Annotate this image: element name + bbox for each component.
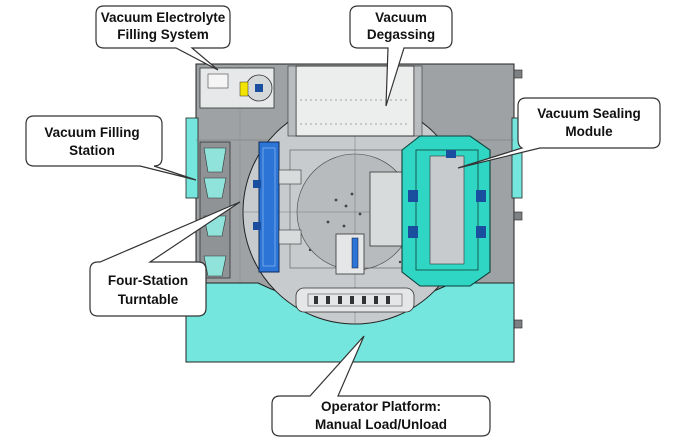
label-electrolyte-line1: Vacuum Electrolyte <box>101 10 226 25</box>
vacuum-degassing-chamber <box>287 65 423 137</box>
label-platform-line2: Manual Load/Unload <box>315 417 447 432</box>
callout-vacuum-sealing-module: Vacuum Sealing Module <box>457 97 661 169</box>
electrolyte-filling-system <box>199 67 275 109</box>
label-sealing-line2: Module <box>565 124 613 139</box>
operator-loading-fixture <box>295 287 415 313</box>
label-degassing-line2: Degassing <box>367 27 435 42</box>
callout-vacuum-filling-station: Vacuum Filling Station <box>25 115 197 181</box>
callout-four-station-turntable: Four-Station Turntable <box>89 201 241 317</box>
turntable-gripper-rail <box>253 141 302 273</box>
callout-electrolyte-filling-system: Vacuum Electrolyte Filling System <box>95 5 231 71</box>
label-turntable-line2: Turntable <box>118 292 179 307</box>
label-turntable-line1: Four-Station <box>108 273 188 288</box>
vacuum-sealing-module <box>401 135 491 287</box>
label-platform-line1: Operator Platform: <box>321 399 441 414</box>
label-degassing-line1: Vacuum <box>375 10 427 25</box>
label-filling-line2: Station <box>69 143 115 158</box>
label-electrolyte-line2: Filling System <box>117 27 209 42</box>
callout-operator-platform: Operator Platform: Manual Load/Unload <box>271 335 491 437</box>
callout-vacuum-degassing: Vacuum Degassing <box>349 5 453 107</box>
label-sealing-line1: Vacuum Sealing <box>537 106 641 121</box>
label-filling-line1: Vacuum Filling <box>44 125 139 140</box>
